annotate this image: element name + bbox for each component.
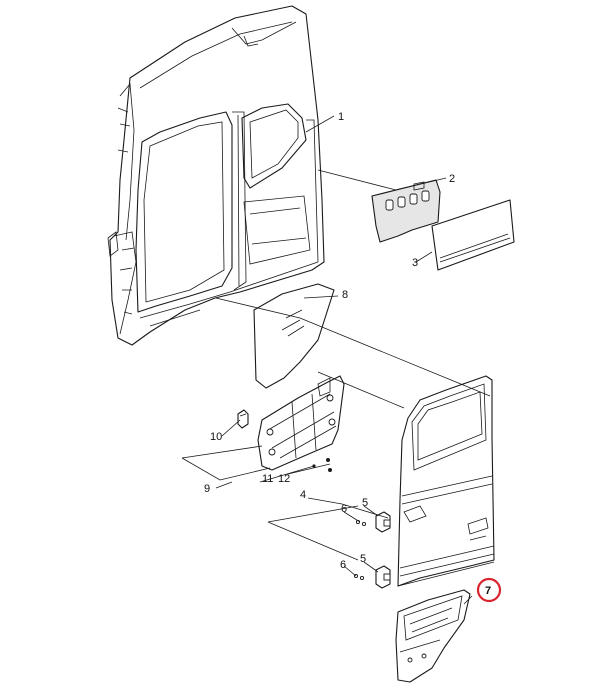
regulator-motor [237, 409, 249, 429]
callout-6-upper: 6 [341, 503, 347, 515]
trim-panel [431, 199, 515, 271]
callout-5-lower: 5 [360, 553, 366, 565]
callout-9: 9 [204, 483, 210, 495]
callout-7-highlight [476, 577, 502, 603]
door-glass [253, 283, 335, 389]
callout-5-upper: 5 [362, 497, 368, 509]
callout-labels: 1 2 3 8 10 9 11 12 4 5 6 5 6 7 [204, 111, 491, 597]
callout-3: 3 [412, 257, 418, 269]
window-regulator [257, 375, 345, 471]
upper-hinge [355, 511, 391, 533]
callout-10: 10 [210, 431, 222, 443]
callout-8: 8 [342, 289, 348, 301]
leader-lines [181, 115, 491, 605]
callout-6-lower: 6 [340, 559, 346, 571]
callout-4: 4 [300, 489, 306, 501]
callout-1: 1 [338, 111, 344, 123]
step-panel-7 [395, 589, 471, 683]
callout-7: 7 [485, 585, 491, 597]
door-shell [397, 375, 495, 587]
callout-2: 2 [449, 173, 455, 185]
lower-hinge [353, 565, 391, 589]
callout-12: 12 [278, 473, 290, 485]
fastener-12 [312, 458, 332, 472]
cover-plate [371, 179, 441, 243]
callout-11: 11 [262, 473, 273, 485]
cab-side-frame [107, 5, 325, 346]
